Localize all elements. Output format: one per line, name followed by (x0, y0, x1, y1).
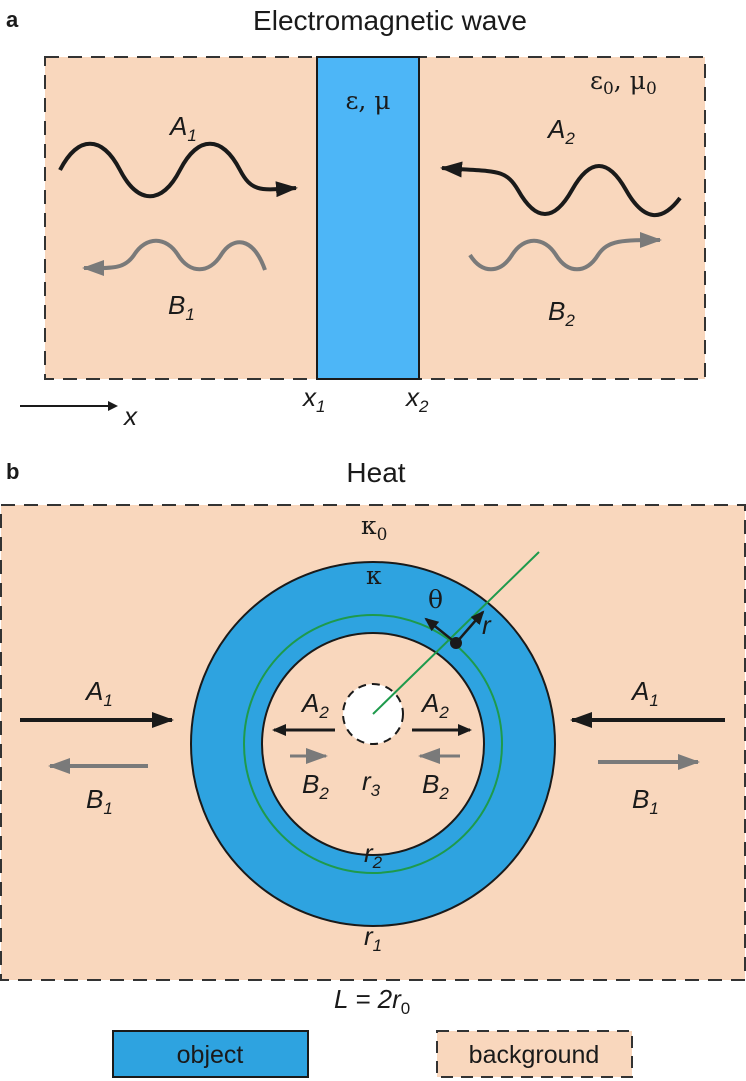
label-A2-inner-right: A2 (420, 688, 449, 722)
panel-a-letter: a (6, 7, 19, 32)
panel-b-title: Heat (346, 457, 405, 488)
background-medium-label: ε0, μ0 (590, 66, 657, 99)
label-B2-inner-left: B2 (302, 769, 329, 803)
panel-a-title: Electromagnetic wave (253, 5, 527, 36)
label-A1-left: A1 (168, 111, 197, 145)
legend-object-swatch (112, 1030, 309, 1078)
label-A1-outer-right: A1 (630, 676, 659, 710)
label-A2-right: A2 (546, 114, 575, 148)
label-x1: x1 (301, 382, 325, 416)
label-B1-outer-left: B1 (86, 784, 113, 818)
r-label: r (482, 610, 492, 640)
legend-object-label: object (177, 1041, 244, 1069)
label-B1-outer-right: B1 (632, 784, 659, 818)
panel-a-slab (316, 56, 420, 380)
label-B1-left: B1 (168, 290, 195, 324)
wave-right-incident (440, 161, 682, 217)
theta-direction-arrow (424, 617, 457, 644)
label-A1-outer-left: A1 (84, 676, 113, 710)
panel-a: a Electromagnetic wave ε, μ ε0, μ0 A1 B1… (6, 5, 706, 431)
label-r2: r2 (364, 838, 383, 872)
background-kappa-label: κ0 (361, 511, 387, 545)
wave-left-incident (58, 141, 298, 199)
legend-background-label: background (469, 1041, 600, 1069)
slab-label: ε, μ (345, 86, 390, 115)
label-B2-inner-right: B2 (422, 769, 449, 803)
wave-right-reflected (468, 232, 662, 272)
radial-line (372, 551, 540, 715)
label-r3: r3 (362, 766, 381, 800)
label-B2-right: B2 (548, 296, 575, 330)
panel-b: b Heat κ0 κ θ r A1 B1 A1 B1 A2 B2 A2 (0, 457, 746, 1018)
legend-background-swatch (436, 1030, 633, 1078)
r-direction-arrow (455, 610, 485, 644)
theta-label: θ (428, 585, 443, 614)
label-r1: r1 (364, 921, 382, 955)
label-A2-inner-left: A2 (300, 688, 329, 722)
mid-radius-circle (243, 614, 503, 874)
panel-b-letter: b (6, 459, 19, 484)
size-label: L = 2r0 (334, 984, 410, 1018)
wave-left-reflected (82, 238, 267, 277)
shell-kappa-label: κ (366, 561, 382, 590)
label-x2: x2 (404, 382, 429, 416)
legend: object background (112, 1030, 633, 1078)
x-axis-label: x (122, 401, 138, 431)
